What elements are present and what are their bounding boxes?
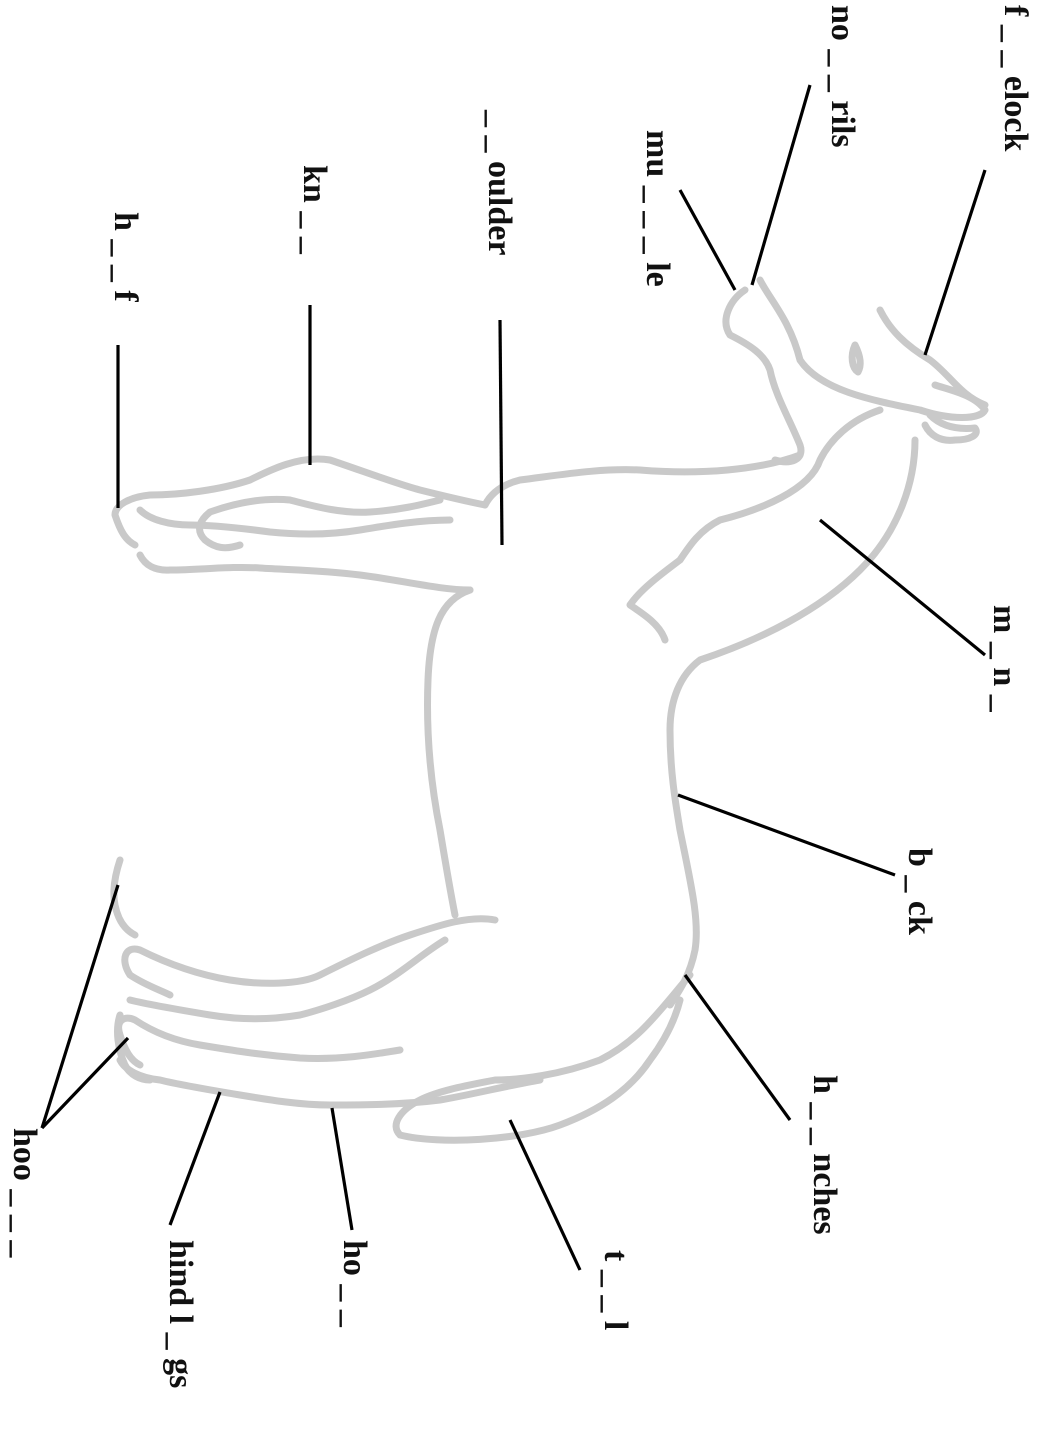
- leader-tail: [508, 1119, 582, 1271]
- leader-haunches: [683, 974, 792, 1121]
- label-forelock: f _ _ elock: [997, 5, 1034, 151]
- label-tail: t _ _ l: [597, 1250, 634, 1330]
- label-hock: ho _ _: [336, 1240, 373, 1328]
- leader-hind-legs: [168, 1091, 222, 1226]
- leader-hooves-a: [40, 884, 120, 1129]
- label-shoulder: _ _ oulder: [481, 109, 518, 255]
- label-back: b _ ck: [901, 848, 938, 935]
- leader-muzzle: [678, 189, 737, 291]
- leader-back: [677, 793, 896, 877]
- leader-hooves-b: [40, 1036, 130, 1130]
- label-hoof: h _ _ f: [107, 212, 144, 302]
- leader-lines: [40, 84, 987, 1271]
- label-knee: kn _ _: [296, 165, 333, 255]
- label-hind-legs: hind l _ gs: [162, 1240, 199, 1388]
- leader-nostrils: [750, 84, 812, 286]
- leader-mane: [818, 518, 987, 657]
- labels: f _ _ elock no _ _ rils mu _ _ _ le _ _ …: [6, 5, 1034, 1388]
- label-mane: m _ n _: [986, 605, 1023, 713]
- label-hooves: hoo _ _ _: [6, 1128, 43, 1258]
- leader-hock: [330, 1107, 354, 1231]
- label-muzzle: mu _ _ _ le: [639, 130, 676, 287]
- label-nostrils: no _ _ rils: [824, 5, 861, 148]
- horse-outline: [110, 276, 989, 1144]
- leader-shoulder: [498, 319, 504, 546]
- label-haunches: h _ _ nches: [806, 1075, 843, 1235]
- leader-forelock: [923, 169, 987, 356]
